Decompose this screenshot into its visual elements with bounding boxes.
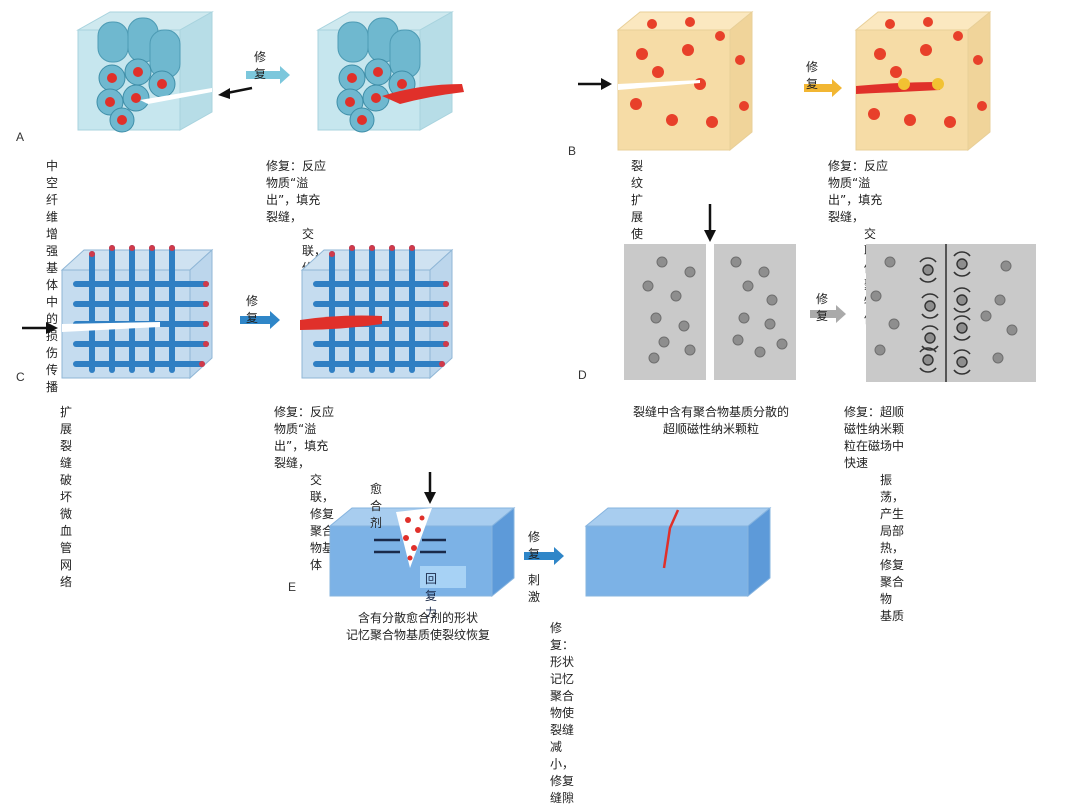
panel-b-arrow-label: 修复	[806, 60, 819, 91]
panel-d-left-caption: 裂缝中含有聚合物基质分散的 超顺磁性纳米颗粒	[632, 405, 789, 436]
panel-e-arrow-label-top: 修复	[528, 530, 541, 561]
panel-c-letter: C	[16, 370, 25, 384]
panel-a-left-caption: 中空纤维增强基体中的损伤传播	[46, 159, 59, 394]
shape-memory-block	[328, 472, 772, 598]
panel-d-right-caption: 修复：超顺磁性纳米颗粒在磁场中快速 振荡，产生局部热，修复聚合物 基质	[844, 405, 905, 623]
panel-e-left-caption: 含有分散愈合剂的形状 记忆聚合物基质使裂纹恢复	[345, 611, 490, 642]
panel-e-agent-label: 愈合剂	[370, 482, 383, 530]
microvascular-network-block	[22, 0, 540, 420]
panel-e-right-caption: 修复：形状记忆聚合物使裂缝减小，修复缝隙	[550, 621, 575, 805]
panel-d-arrow-label: 修复	[816, 292, 829, 323]
panel-e-letter: E	[288, 580, 297, 594]
microcapsule-block	[578, 10, 992, 152]
hollow-fiber-block-damaged	[76, 11, 464, 133]
panel-e-force-label: 回复力	[425, 572, 438, 620]
panel-b-letter: B	[568, 144, 577, 158]
panel-c-right-caption: 修复：反应物质“溢出”，填充裂缝， 交联，修复聚合物基体	[274, 405, 335, 572]
panel-d-letter: D	[578, 368, 587, 382]
panel-a-arrow-label: 修复	[254, 50, 267, 81]
panel-c-left-caption: 扩展裂缝破坏微血管网络	[60, 405, 73, 589]
panel-a-letter: A	[16, 130, 25, 144]
panel-c-arrow-label: 修复	[246, 294, 259, 325]
panel-e-arrow-label-bottom: 刺激	[528, 573, 541, 604]
nanoparticle-matrix	[624, 204, 1036, 382]
